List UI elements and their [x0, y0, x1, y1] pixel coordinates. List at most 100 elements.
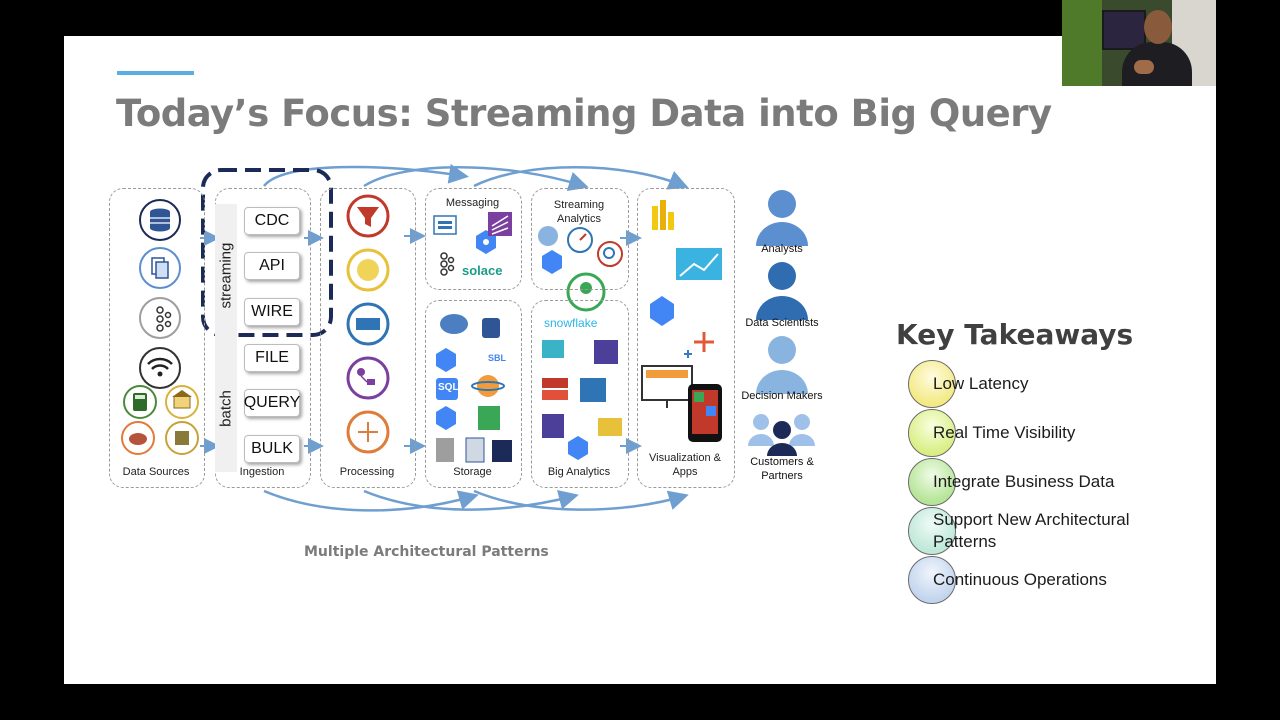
ingestion-side-band: [215, 204, 237, 472]
flow-arc-bottom-2: [363, 489, 579, 511]
workflow-icon: [346, 356, 390, 400]
takeaway-text: Real Time Visibility: [933, 423, 1076, 442]
consumer-decision-makers-label: Decision Makers: [741, 390, 823, 402]
building-icon: [165, 385, 199, 419]
gauge-icon: [567, 227, 593, 253]
consumer-customers-partners-label: Customers & Partners: [750, 456, 814, 482]
takeaway-bullet-circle: [908, 360, 956, 408]
architecture-diagram: [121, 163, 815, 512]
calculator-icon: [123, 385, 157, 419]
magnifier-icon: [597, 241, 623, 267]
hadoop-icon: [440, 314, 468, 334]
db-stack-icon: [482, 318, 500, 338]
messaging-label: Messaging: [445, 197, 500, 209]
slide-title: Today’s Focus: Streaming Data into Big Q…: [116, 92, 1052, 135]
aggregate-icon: [346, 248, 390, 292]
solace-logo-text: solace: [462, 263, 503, 278]
storage-label: Storage: [453, 466, 492, 478]
presentation-slide: Today’s Focus: Streaming Data into Big Q…: [64, 36, 1216, 684]
bigquery-icon: [568, 436, 588, 460]
stage-processing: [320, 188, 416, 488]
takeaway-item: Real Time Visibility: [908, 409, 1208, 457]
documents-icon: [139, 247, 181, 289]
reports-icon: [542, 414, 564, 438]
takeaway-bullet-circle: [908, 556, 956, 604]
ingestion-query-chip: QUERY: [244, 389, 300, 417]
stage-streaming-analytics: [531, 188, 629, 290]
planet-icon: [471, 375, 505, 397]
takeaway-text: Low Latency: [933, 374, 1029, 393]
ingestion-bulk-chip: BULK: [244, 435, 300, 463]
flow-arc-top-2: [363, 166, 589, 192]
ingestion-wire-chip: WIRE: [244, 298, 300, 326]
takeaway-item: Low Latency: [908, 360, 1208, 408]
tableau-icon: [684, 332, 714, 358]
stage-big-analytics: [531, 300, 629, 488]
presenter-webcam-video: [1062, 0, 1216, 86]
data-sources-label: Data Sources: [122, 466, 190, 478]
ingestion-api-chip: API: [244, 252, 300, 280]
takeaway-bullet-circle: [908, 507, 956, 555]
ingestion-label: Ingestion: [239, 466, 285, 478]
logic-icon: [346, 410, 390, 454]
factory-icon: [598, 418, 622, 436]
customers-partners-group-icon: [748, 414, 815, 456]
streaming-analytics-label: Streaming Analytics: [553, 199, 605, 225]
bucket-icon: [478, 406, 500, 430]
analysts-person-icon: [756, 190, 808, 246]
consumer-analysts-label: Analysts: [761, 243, 803, 255]
analytics-chart-icon: [594, 340, 618, 364]
wifi-icon: [139, 347, 181, 389]
snowflake-logo-text: snowflake: [544, 316, 598, 330]
flow-arc-bottom-3: [473, 489, 689, 511]
stage-visualization: [637, 188, 735, 488]
takeaway-text: Integrate Business Data: [933, 472, 1115, 491]
takeaway-text: Continuous Operations: [933, 570, 1107, 589]
stage-storage: [425, 300, 522, 488]
dataflow-icon: [538, 226, 558, 246]
kafka-icon: [139, 297, 181, 339]
takeaway-bullet-circle: [908, 409, 956, 457]
takeaway-text: Support New Architectural Patterns: [933, 510, 1130, 551]
archive-icon: [165, 421, 199, 455]
sql-db-icon: [436, 378, 458, 400]
takeaway-item: Integrate Business Data: [908, 458, 1208, 506]
bq-dataset-icon: [580, 378, 606, 402]
layers-icon: [542, 378, 568, 400]
ingestion-file-chip: FILE: [244, 344, 300, 372]
stage-data-sources: [109, 188, 205, 488]
kinesis-icon: [488, 212, 512, 236]
datalab-icon: [650, 296, 674, 326]
powerbi-icon: [652, 200, 674, 230]
filter-icon: [346, 194, 390, 238]
smartphone-icon: [688, 384, 722, 442]
takeaway-item: Continuous Operations: [908, 556, 1208, 604]
elephant-icon: [121, 421, 155, 455]
decision-makers-person-icon: [756, 336, 808, 394]
flow-arc-top-3: [473, 166, 689, 190]
streaming-group-label-front: streaming: [217, 242, 235, 309]
ingestion-cdc-chip: CDC: [244, 207, 300, 235]
datastore-icon: [436, 406, 456, 430]
bigtable-icon: [542, 250, 562, 274]
file-store-icon: [436, 438, 454, 462]
visualization-label: Visualization & Apps: [649, 452, 721, 478]
sql-logo-text: SQL: [438, 382, 459, 393]
takeaway-item: Support New Architectural Patterns: [908, 507, 1208, 555]
batch-group-label-front: batch: [217, 390, 235, 427]
key-takeaways-title: Key Takeaways: [896, 318, 1134, 351]
big-analytics-label: Big Analytics: [547, 466, 611, 478]
file-pages-icon: [465, 437, 485, 463]
warehouse-icon: [542, 340, 564, 358]
looker-chart-icon: [676, 248, 722, 280]
queue-icon: [433, 215, 457, 235]
flow-arc-top-1: [263, 163, 469, 187]
diagram-caption: Multiple Architectural Patterns: [304, 544, 549, 560]
dashboard-monitor-icon: [641, 365, 693, 408]
data-scientists-person-icon: [756, 262, 808, 320]
streaming-highlight-box: [201, 168, 333, 337]
transform-icon: [346, 302, 390, 346]
flow-arc-bottom-1: [263, 489, 479, 512]
title-accent-line: [117, 71, 194, 75]
sbl-logo-text: SBL: [488, 353, 506, 363]
